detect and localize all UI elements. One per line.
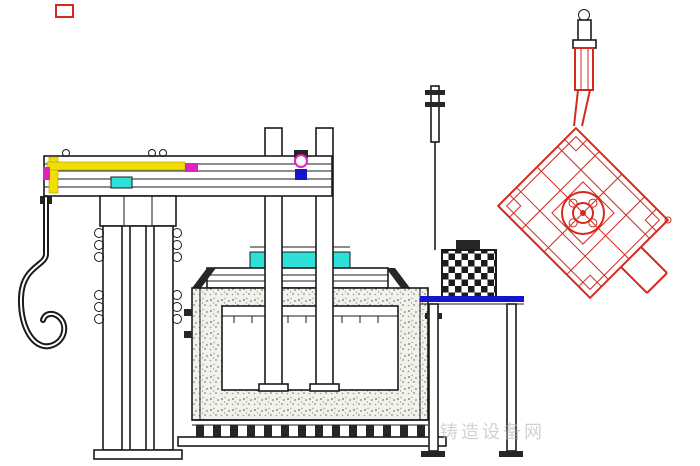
red-marker-box [55,4,74,18]
beam-bolt [148,149,156,157]
stand-foot-right [499,451,523,457]
column-base-left [258,383,289,392]
arm-eyelet [578,9,590,21]
furnace-chamber [221,305,399,391]
column-base-plate [93,449,183,460]
base-rail [177,436,447,447]
beam-cyan-slider [110,176,133,189]
beam-yellow-rail [46,161,186,171]
platform-cap [456,240,480,250]
ladle-unit [496,9,672,300]
checker-platform [441,249,497,301]
ladle-arm [572,9,597,127]
arm-upper [577,19,592,42]
furnace-lid [206,267,389,289]
stand-leg-left [428,303,439,452]
blue-rail [420,296,524,302]
frame-right-pivot [664,216,672,224]
support-stand [420,85,524,457]
hydraulic-column [93,195,183,460]
arm-neck [581,89,591,127]
column-head [99,195,177,227]
beam-magenta-stop [185,163,198,172]
hook-highlight [19,197,66,348]
beam-magenta-end [43,167,50,180]
shell-tab [184,331,192,338]
charging-beam [43,149,333,197]
furnace-feet [196,425,425,437]
column-left-bar [102,225,123,451]
shell-tab [184,309,192,316]
roller-circles [94,228,182,324]
mast-crossbar [425,90,445,95]
ladle-spout [620,246,668,294]
trunnion-hub [561,191,605,235]
furnace [177,246,447,447]
lid-cap-right [386,268,410,288]
beam-bolt [62,149,70,157]
column-right-bar [153,225,174,451]
arm-red-cylinder [574,47,594,91]
stand-foot-left [421,451,445,457]
beam-blue-block [295,169,307,180]
arm-neck [573,89,579,127]
beam-pivot-wheel [294,154,308,168]
watermark-text: 铸造设备网 [440,422,545,442]
column-base-right [309,383,340,392]
arm-flange [572,39,597,49]
pouring-hook [17,195,68,350]
beam-bolt [159,149,167,157]
ladle-frame [496,126,670,300]
lid-cap-left [192,268,216,288]
mast-crossbar [425,102,445,107]
hook-outline [17,195,68,350]
cylinder-rod [129,225,147,451]
